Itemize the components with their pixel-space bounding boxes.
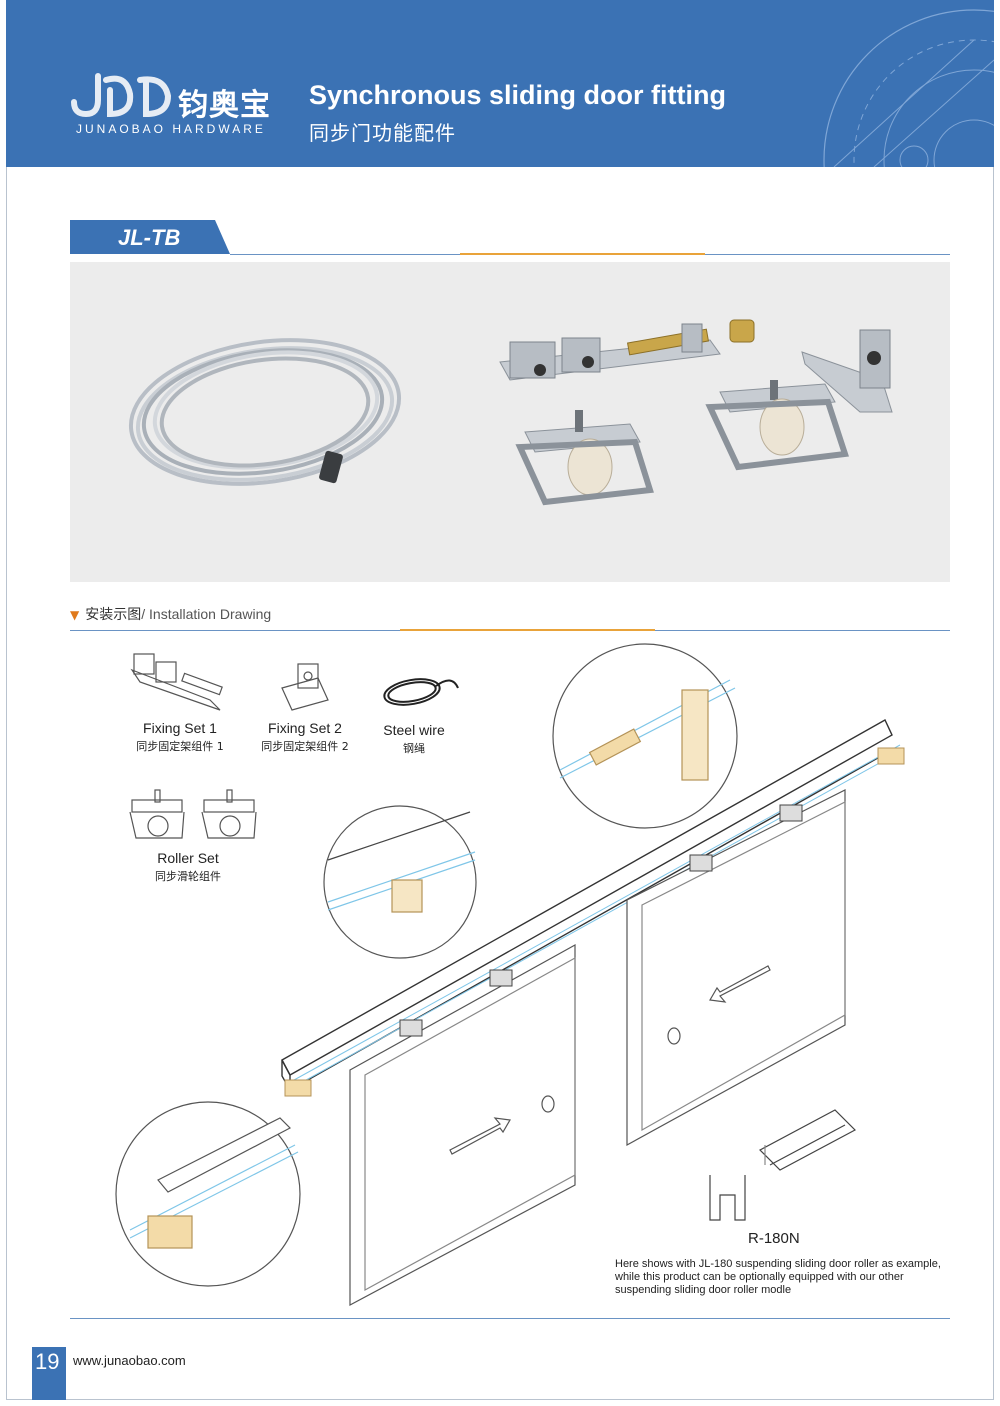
header-banner: 钧奥宝 JUNAOBAO HARDWARE Synchronous slidin… [6, 0, 994, 167]
steel-wire-icon [383, 678, 459, 706]
model-code: JL-TB [118, 225, 181, 250]
installation-drawing [115, 643, 905, 1306]
header-decoration [823, 9, 994, 167]
page-number-box: 19 [32, 1347, 66, 1400]
fixing-set-1-photo [499, 319, 755, 381]
part-steel-wire: Steel wire 钢绳 [383, 722, 445, 755]
fixing-set-1-icon [130, 653, 223, 711]
model-tab: JL-TB [70, 220, 230, 254]
roller-set-photo-1 [515, 410, 654, 506]
end-bracket-right [877, 747, 905, 765]
product-illustration [128, 319, 893, 506]
divider-accent [400, 629, 655, 631]
steel-wire-coil [128, 338, 402, 486]
divider-accent [460, 253, 705, 255]
r-180n-profile [709, 1109, 856, 1221]
roller-set-photo-2 [705, 380, 849, 471]
profile-name: R-180N [748, 1230, 800, 1247]
left-door [349, 943, 576, 1306]
installation-section-label: ▼安装示图/ Installation Drawing [70, 606, 272, 623]
triangle-bullet-icon: ▼ [70, 608, 80, 622]
detail-circle-middle [323, 805, 477, 959]
detail-circle-bottom [115, 1101, 301, 1287]
end-bracket-left [284, 1079, 312, 1097]
product-photo [70, 262, 950, 582]
page-frame [6, 0, 994, 1400]
brand-name-en: JUNAOBAO HARDWARE [76, 122, 266, 136]
fixing-set-2-icon [281, 663, 329, 711]
rollers-on-track [399, 804, 803, 1037]
website-link[interactable]: www.junaobao.com [73, 1353, 186, 1368]
installation-note: Here shows with JL-180 suspending slidin… [615, 1258, 941, 1296]
part-fixing-set-1: Fixing Set 1 同步固定架组件 1 [136, 720, 224, 753]
page-number: 19 [35, 1349, 60, 1374]
brand-logo [71, 73, 172, 118]
fixing-set-2-photo [801, 329, 893, 413]
part-fixing-set-2: Fixing Set 2 同步固定架组件 2 [261, 720, 349, 753]
detail-circle-top [552, 643, 738, 829]
brand-name-cn: 钧奥宝 [178, 88, 271, 123]
right-door [626, 789, 846, 1147]
page-title-cn: 同步门功能配件 [309, 121, 456, 145]
divider-line [70, 1318, 950, 1319]
page-title: Synchronous sliding door fitting [309, 80, 726, 110]
part-roller-set: Roller Set 同步滑轮组件 [155, 850, 221, 883]
roller-set-icon [129, 789, 257, 839]
